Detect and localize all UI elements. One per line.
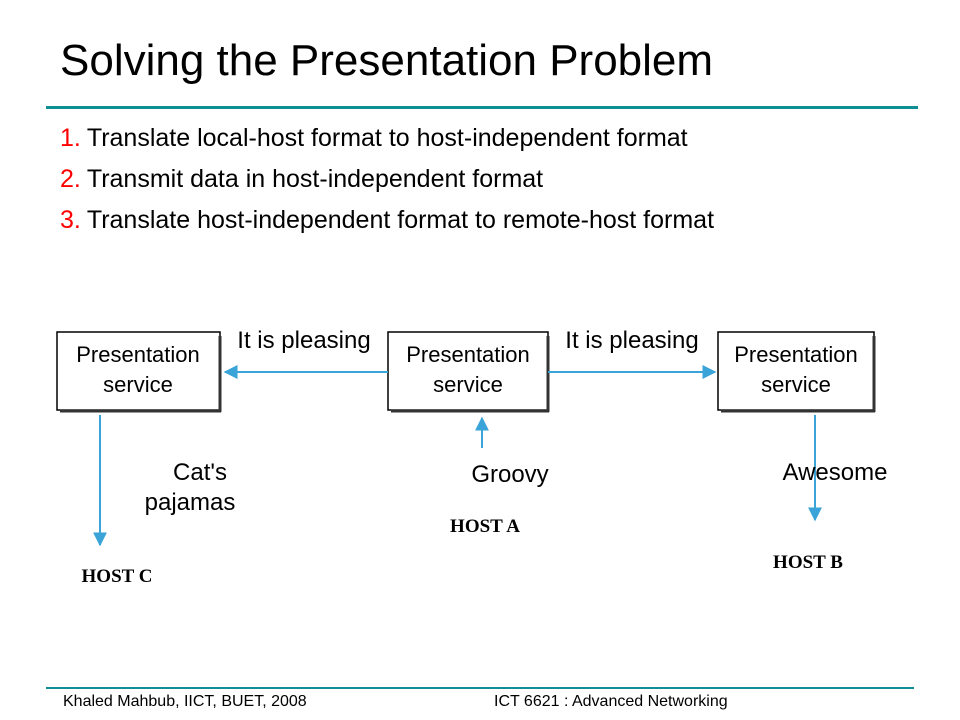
title-divider <box>46 106 918 109</box>
message-label-left: It is pleasing <box>237 327 370 354</box>
host-a-phrase: Groovy <box>471 461 548 488</box>
presentation-service-box-center: Presentation service <box>387 331 550 413</box>
box-right-line-1: Presentation <box>734 342 858 367</box>
footer-course: ICT 6621 : Advanced Networking <box>494 693 728 710</box>
step-1: 1.Translate local-host format to host-in… <box>60 118 714 159</box>
step-3-number: 3. <box>60 206 81 234</box>
host-c-phrase-line-1: Cat's <box>173 459 227 486</box>
host-b-label: HOST B <box>773 552 843 573</box>
host-c-label: HOST C <box>82 566 153 587</box>
step-1-number: 1. <box>60 124 81 152</box>
step-2-text: Transmit data in host-independent format <box>86 165 544 193</box>
host-b-phrase: Awesome <box>783 459 888 486</box>
presentation-service-diagram: Presentation service Presentation servic… <box>56 327 888 587</box>
footer-author: Khaled Mahbub, IICT, BUET, 2008 <box>63 693 307 710</box>
box-right-line-2: service <box>761 372 831 397</box>
presentation-service-box-right: Presentation service <box>717 331 876 413</box>
step-2-number: 2. <box>60 165 81 193</box>
host-a-label: HOST A <box>450 516 520 537</box>
presentation-service-box-left: Presentation service <box>56 331 222 413</box>
steps-list: 1.Translate local-host format to host-in… <box>60 118 714 241</box>
slide-title: Solving the Presentation Problem <box>60 36 714 85</box>
step-2: 2.Transmit data in host-independent form… <box>60 159 714 200</box>
box-center-line-1: Presentation <box>406 342 530 367</box>
step-3-text: Translate host-independent format to rem… <box>86 206 715 234</box>
box-left-line-1: Presentation <box>76 342 200 367</box>
step-1-text: Translate local-host format to host-inde… <box>86 124 688 152</box>
host-c-phrase-line-2: pajamas <box>145 489 236 516</box>
box-left-line-2: service <box>103 372 173 397</box>
footer-divider <box>46 687 914 689</box>
message-label-right: It is pleasing <box>565 327 698 354</box>
step-3: 3.Translate host-independent format to r… <box>60 200 714 241</box>
box-center-line-2: service <box>433 372 503 397</box>
